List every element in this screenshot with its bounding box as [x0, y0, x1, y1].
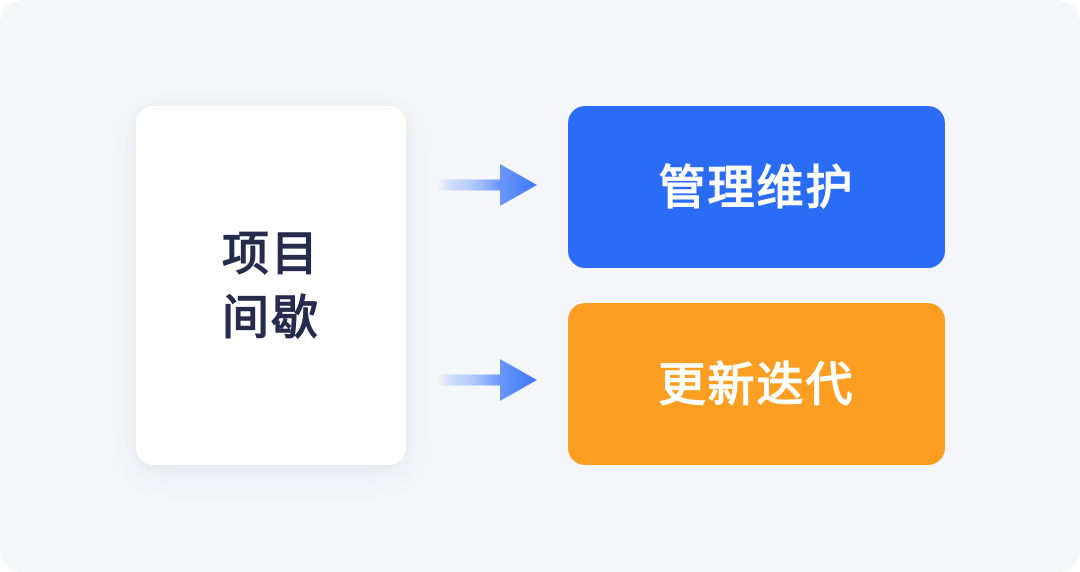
- target-node-label: 管理维护: [658, 160, 855, 214]
- target-node-manage-maintain[interactable]: 管理维护: [568, 106, 945, 268]
- source-node-card[interactable]: 项目 间歇: [136, 106, 406, 465]
- arrow-right-icon: [438, 356, 538, 404]
- target-node-label: 更新迭代: [658, 357, 855, 411]
- target-node-update-iterate[interactable]: 更新迭代: [568, 303, 945, 465]
- arrow-right-icon: [438, 161, 538, 209]
- source-node-label-line-1: 项目: [222, 227, 320, 281]
- source-node-label-line-2: 间歇: [222, 290, 320, 344]
